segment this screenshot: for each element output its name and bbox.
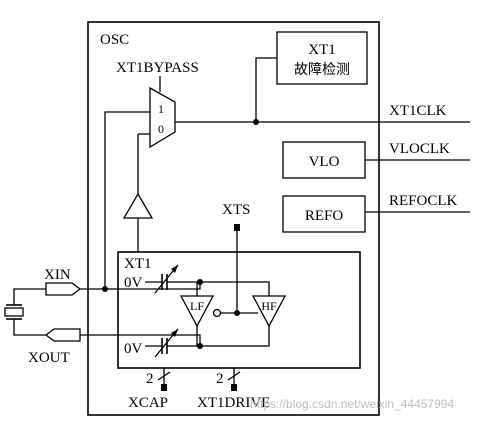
mux-input-0-label: 0 <box>158 122 164 136</box>
xcap-bus-width: 2 <box>146 371 154 387</box>
xcap-bus-slash <box>157 371 171 381</box>
lf-enable-bubble <box>212 308 222 318</box>
watermark: https://blog.csdn.net/weixin_44457994 <box>250 397 454 411</box>
xt1drive-bus-slash <box>227 371 241 381</box>
cap-bottom-arrowhead <box>171 329 178 337</box>
xt1-label: XT1 <box>124 256 152 272</box>
xt1-block <box>117 251 361 369</box>
hf-label: HF <box>261 299 277 313</box>
fault-detect-feed-line <box>255 57 277 122</box>
xout-pin <box>44 328 81 342</box>
xts-pin <box>234 224 240 231</box>
xt1clk-label: XT1CLK <box>389 103 447 119</box>
output-buffer <box>122 192 154 219</box>
xin-label: XIN <box>44 267 71 283</box>
crystal-wire-bottom <box>13 319 46 336</box>
xout-label: XOUT <box>28 350 70 366</box>
amp-bottom-junction <box>197 343 203 349</box>
xt1drive-label: XT1DRIVE <box>197 395 270 411</box>
vloclk-label: VLOCLK <box>389 141 450 157</box>
vlo-label: VLO <box>309 154 340 170</box>
crystal-wire-top <box>13 288 46 305</box>
bypass-path-line <box>104 111 150 289</box>
xt1-fault-detect-label-2: 故障检测 <box>294 62 350 78</box>
mux-input-1-label: 1 <box>158 102 164 116</box>
vlo-box <box>282 141 366 179</box>
refo-label: REFO <box>305 208 344 224</box>
amp-top-wire <box>200 281 270 296</box>
xt1-fault-detect-label-1: XT1 <box>308 42 336 58</box>
xcap-pin <box>161 384 167 391</box>
xt1bypass-label: XT1BYPASS <box>116 60 199 76</box>
osc-label: OSC <box>100 32 129 48</box>
osc-boundary <box>87 21 380 416</box>
refo-box <box>282 195 366 233</box>
ov-top-label: 0V <box>124 275 143 291</box>
clock-mux <box>149 86 176 149</box>
xts-label: XTS <box>222 202 250 218</box>
xt1drive-pin <box>231 384 237 391</box>
ov-bottom-label: 0V <box>124 341 143 357</box>
xout-node-wire <box>118 334 201 346</box>
cap-top-arrowhead <box>171 265 178 273</box>
xin-pin <box>45 282 82 296</box>
refoclk-label: REFOCLK <box>389 193 458 209</box>
xt1drive-bus-width: 2 <box>216 371 224 387</box>
lf-label: LF <box>190 299 204 313</box>
xin-junction-dot <box>102 286 108 292</box>
lf-out-wire <box>196 326 270 347</box>
xt1-fault-detect-box <box>276 31 368 85</box>
crystal-body <box>4 307 24 317</box>
amp-top-junction <box>197 279 203 285</box>
xcap-label: XCAP <box>128 395 168 411</box>
